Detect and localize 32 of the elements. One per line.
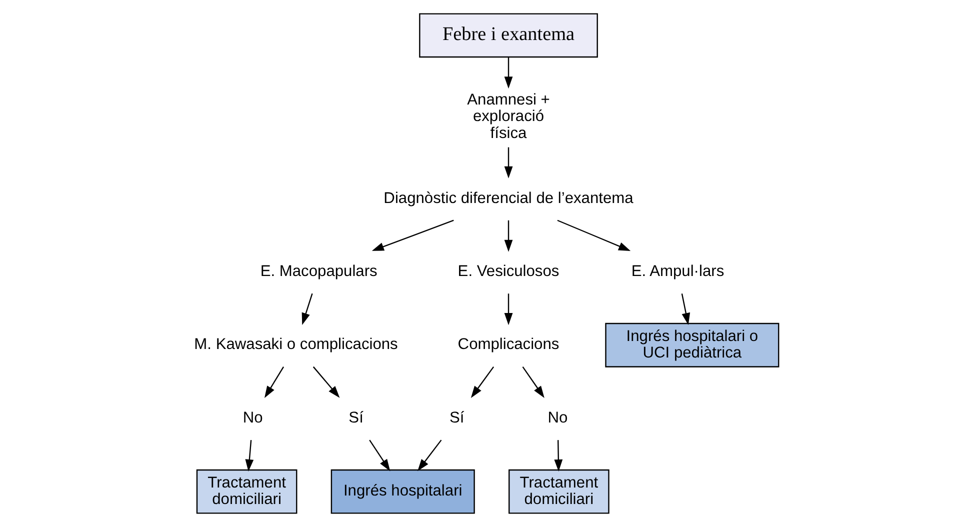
node-text: Anamnesi + exploració física: [466, 90, 550, 142]
node-text: Complicacions: [457, 336, 559, 353]
arrow: [504, 56, 512, 88]
node-text: No: [547, 408, 568, 426]
arrow: [504, 293, 512, 325]
node-box: Tractament domiciliari: [196, 468, 297, 514]
node-text: E. Ampul·lars: [630, 262, 724, 280]
node-text: Sí: [348, 408, 363, 426]
arrow: [522, 366, 544, 398]
arrow: [504, 220, 512, 252]
arrow: [301, 292, 312, 324]
node-box: Febre i exantema: [418, 12, 598, 58]
arrow: [264, 366, 284, 398]
arrow: [680, 292, 690, 325]
arrow: [504, 146, 512, 178]
node-text: E. Macopapulars: [260, 262, 377, 280]
arrow: [371, 219, 454, 250]
arrow: [417, 439, 442, 471]
node-box: Ingrés hospitalari o UCI pediàtrica: [604, 322, 779, 367]
arrow: [244, 440, 254, 472]
node-box: Tractament domiciliari: [508, 468, 609, 514]
arrow: [554, 440, 562, 472]
node-box: Ingrés hospitalari: [330, 468, 474, 514]
arrow: [470, 366, 494, 398]
arrow: [368, 439, 390, 471]
node-text: No: [242, 408, 262, 426]
node-text: Diagnòstic diferencial de l’exantema: [383, 189, 633, 206]
arrow: [556, 219, 630, 250]
node-text: E. Vesiculosos: [457, 262, 559, 280]
node-text: M. Kawasaki o complicacions: [194, 336, 398, 353]
node-text: Sí: [449, 408, 464, 426]
arrow: [312, 366, 340, 398]
